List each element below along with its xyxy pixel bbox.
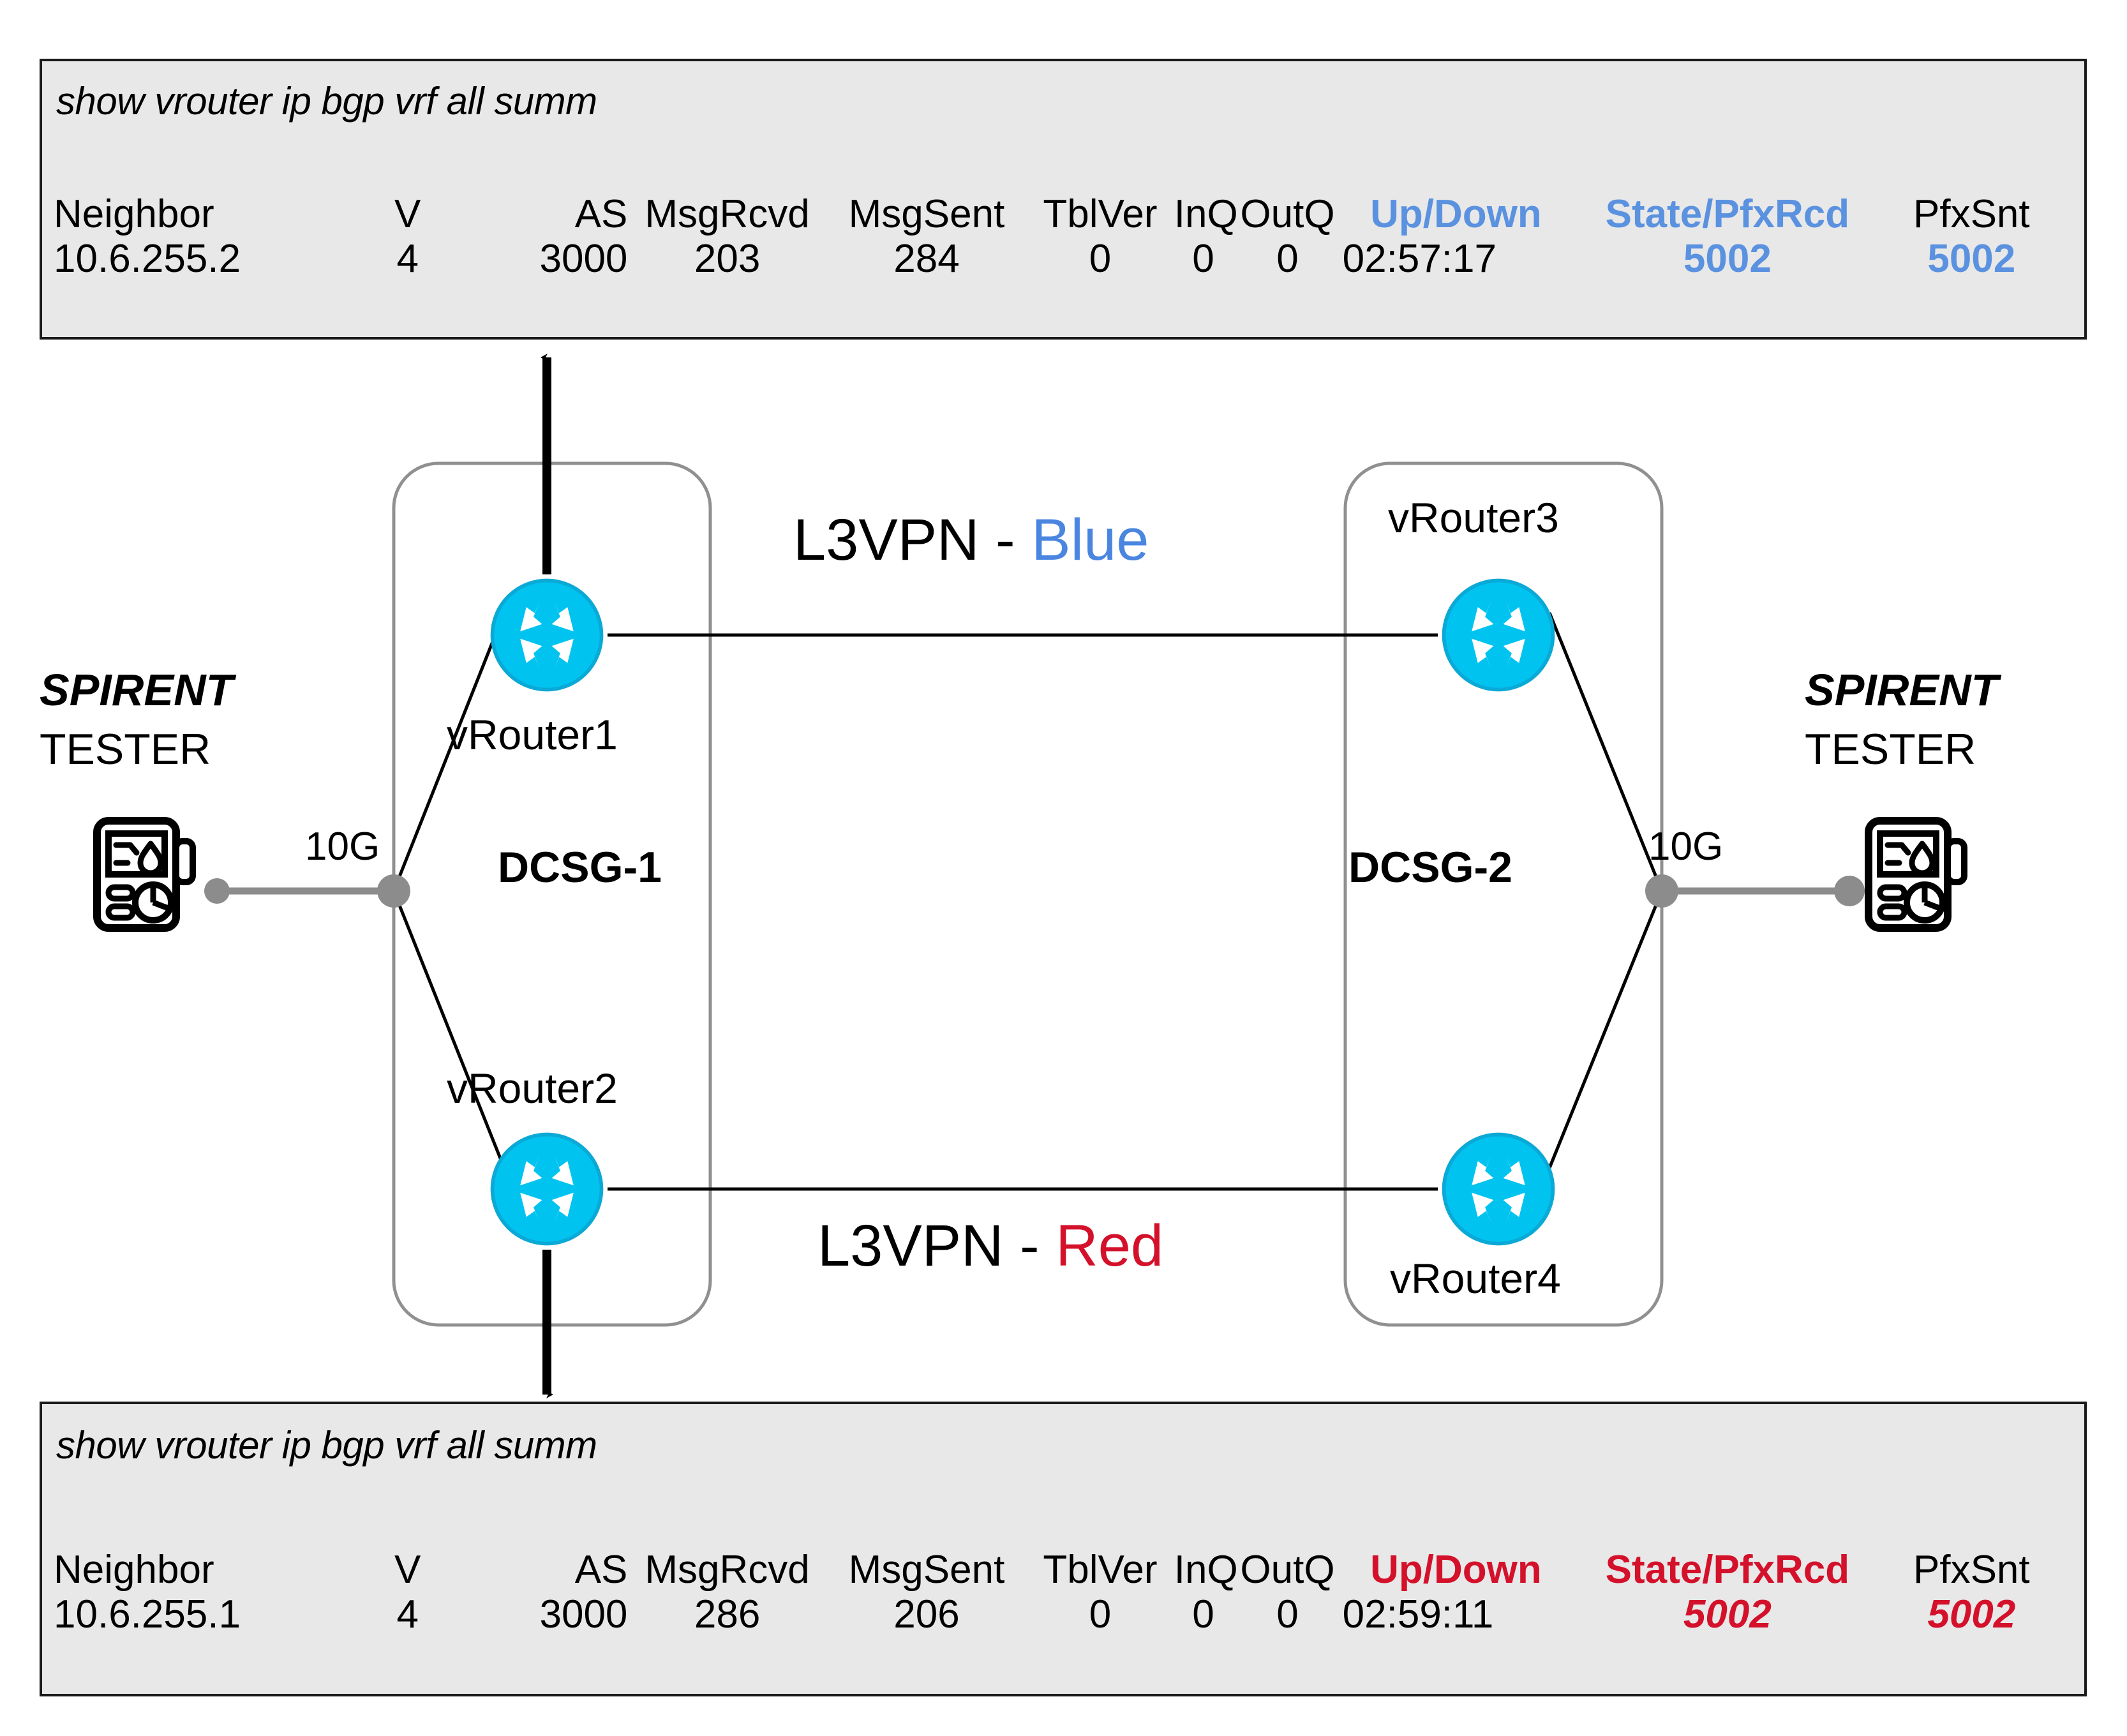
cell-as: 3000	[539, 237, 628, 281]
link-junction-to-vrouter4	[1548, 890, 1664, 1169]
bgp-summary-table-bottom: Neighbor V AS MsgRcvd MsgSent TblVer InQ…	[54, 1548, 2057, 1637]
link-speed-label-right: 10G	[1648, 825, 1724, 869]
cell-state-pfxrcd: 5002	[1683, 237, 1772, 281]
cell-neighbor: 10.6.255.2	[54, 237, 241, 281]
cell-msgsent: 284	[893, 237, 960, 281]
table-row: 10.6.255.2 4 3000 203 284 0 0 0 02:57:17…	[54, 235, 2057, 280]
header-updown: Up/Down	[1370, 1548, 1542, 1592]
header-updown: Up/Down	[1370, 192, 1542, 236]
cell-tblver: 0	[1089, 1592, 1112, 1637]
cli-command-bottom: show vrouter ip bgp vrf all summ	[56, 1424, 597, 1467]
table-header-row: Neighbor V AS MsgRcvd MsgSent TblVer InQ…	[54, 192, 2057, 236]
router-label-vrouter4: vRouter4	[1390, 1255, 1561, 1302]
l3vpn-blue-color-name: Blue	[1031, 507, 1149, 572]
junction-dot-left	[377, 874, 410, 908]
tester-brand-left: SPIRENT	[40, 665, 234, 715]
router-icon-vrouter3[interactable]	[1438, 574, 1559, 696]
header-version: V	[394, 1548, 421, 1592]
header-version: V	[394, 192, 421, 236]
l3vpn-red-label: L3VPN - Red	[817, 1216, 1163, 1275]
cli-output-panel-top: show vrouter ip bgp vrf all summ Neighbo…	[40, 59, 2087, 340]
tester-type-left: TESTER	[40, 725, 211, 774]
router-icon-vrouter4[interactable]	[1438, 1128, 1559, 1250]
cli-output-panel-bottom: show vrouter ip bgp vrf all summ Neighbo…	[40, 1402, 2087, 1696]
header-tblver: TblVer	[1043, 1548, 1158, 1592]
l3vpn-red-prefix: L3VPN -	[817, 1213, 1056, 1278]
junction-dot-right	[1645, 874, 1678, 908]
router-icon-vrouter2[interactable]	[486, 1128, 608, 1250]
device-label-dcsg-1: DCSG-1	[498, 843, 662, 892]
cli-command-top: show vrouter ip bgp vrf all summ	[56, 80, 597, 123]
header-outq: OutQ	[1240, 192, 1335, 236]
cell-updown: 02:59:11	[1342, 1592, 1494, 1637]
cell-inq: 0	[1192, 237, 1214, 281]
header-neighbor: Neighbor	[54, 192, 214, 236]
router-label-vrouter1: vRouter1	[447, 711, 618, 758]
cell-version: 4	[396, 1592, 419, 1637]
cell-inq: 0	[1192, 1592, 1214, 1637]
table-header-row: Neighbor V AS MsgRcvd MsgSent TblVer InQ…	[54, 1548, 2057, 1592]
link-junction-to-vrouter3	[1548, 612, 1664, 892]
router-label-vrouter3: vRouter3	[1388, 494, 1559, 541]
header-as: AS	[574, 1548, 628, 1592]
header-inq: InQ	[1174, 192, 1238, 236]
l3vpn-blue-label: L3VPN - Blue	[793, 511, 1149, 569]
header-pfxsnt: PfxSnt	[1913, 1548, 2030, 1592]
spirent-tester-icon-left[interactable]	[84, 811, 212, 938]
l3vpn-blue-prefix: L3VPN -	[793, 507, 1032, 572]
cell-as: 3000	[539, 1592, 628, 1637]
header-as: AS	[574, 192, 628, 236]
cell-neighbor: 10.6.255.1	[54, 1592, 241, 1637]
cell-msgrcvd: 203	[694, 237, 761, 281]
tester-brand-right: SPIRENT	[1805, 665, 1999, 715]
cell-version: 4	[396, 237, 419, 281]
header-outq: OutQ	[1240, 1548, 1335, 1592]
header-neighbor: Neighbor	[54, 1548, 214, 1592]
spirent-tester-icon-right[interactable]	[1856, 811, 1983, 938]
router-label-vrouter2: vRouter2	[447, 1065, 618, 1112]
link-junction-to-vrouter2	[392, 890, 506, 1169]
header-inq: InQ	[1174, 1548, 1238, 1592]
router-icon-vrouter1[interactable]	[486, 574, 608, 696]
cell-msgrcvd: 286	[694, 1592, 761, 1637]
link-speed-label-left: 10G	[305, 825, 380, 869]
cell-outq: 0	[1276, 1592, 1299, 1637]
bgp-summary-table-top: Neighbor V AS MsgRcvd MsgSent TblVer InQ…	[54, 192, 2057, 280]
cell-pfxsnt: 5002	[1927, 1592, 2016, 1637]
header-msgsent: MsgSent	[848, 1548, 1005, 1592]
cell-tblver: 0	[1089, 237, 1112, 281]
l3vpn-red-color-name: Red	[1056, 1213, 1164, 1278]
header-state-pfxrcd: State/PfxRcd	[1605, 192, 1850, 236]
cell-state-pfxrcd: 5002	[1683, 1592, 1772, 1637]
cell-msgsent: 206	[893, 1592, 960, 1637]
cell-updown: 02:57:17	[1342, 237, 1496, 281]
cell-pfxsnt: 5002	[1927, 237, 2016, 281]
table-row: 10.6.255.1 4 3000 286 206 0 0 0 02:59:11…	[54, 1590, 2057, 1637]
device-label-dcsg-2: DCSG-2	[1348, 843, 1512, 892]
header-tblver: TblVer	[1043, 192, 1158, 236]
tester-type-right: TESTER	[1805, 725, 1976, 774]
header-msgrcvd: MsgRcvd	[645, 192, 810, 236]
header-pfxsnt: PfxSnt	[1913, 192, 2030, 236]
header-msgsent: MsgSent	[848, 192, 1005, 236]
header-state-pfxrcd: State/PfxRcd	[1605, 1548, 1850, 1592]
cell-outq: 0	[1276, 237, 1299, 281]
header-msgrcvd: MsgRcvd	[645, 1548, 810, 1592]
